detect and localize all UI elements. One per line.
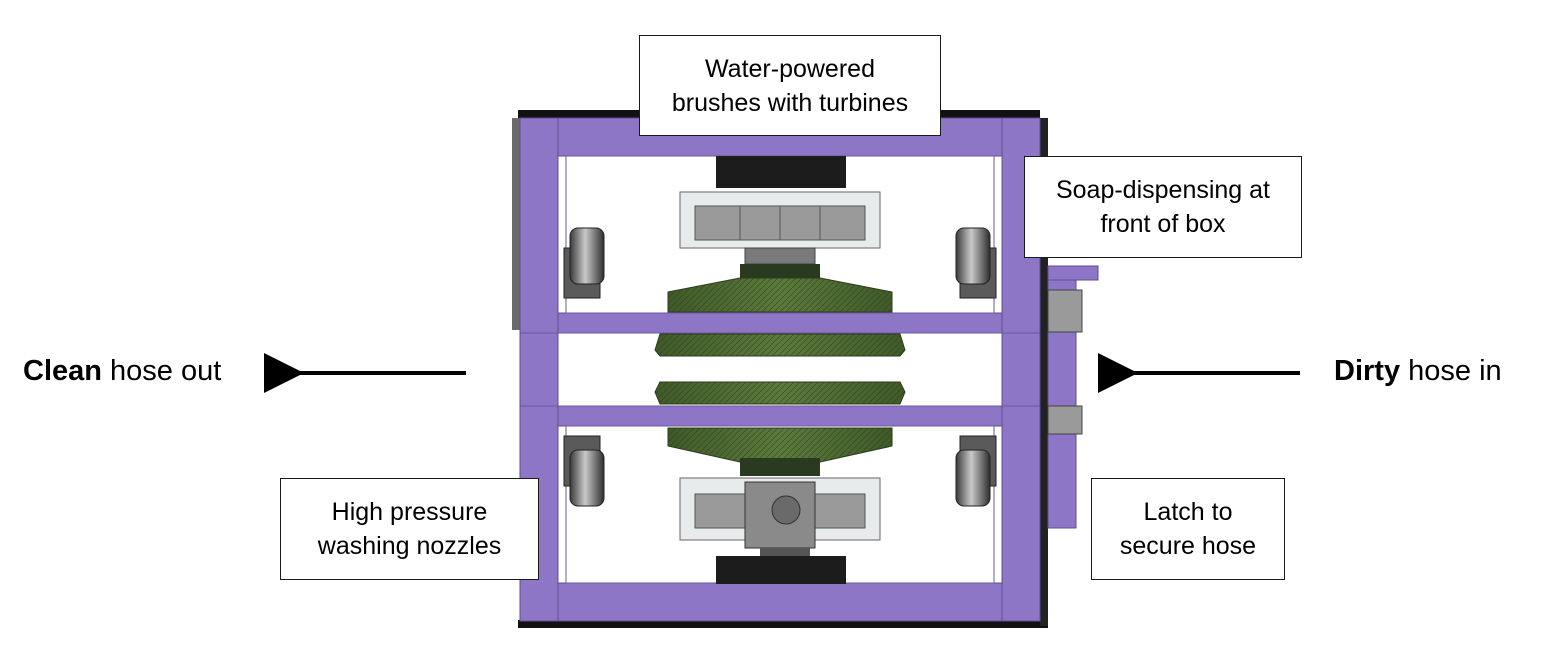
bottom-motor-block [716,556,846,584]
callout-soap-dispensing-line2: front of box [1100,207,1225,241]
callout-turbine-brushes: Water-powered brushes with turbines [639,35,941,136]
dirty-hose-in-bold: Dirty [1334,355,1400,387]
bottom-turbine [680,458,880,558]
callout-nozzles-line1: High pressure [332,495,488,529]
callout-nozzles-line2: washing nozzles [318,529,501,563]
dirty-hose-in-label: Dirty hose in [1334,355,1502,388]
clean-hose-out-rest: hose out [102,355,221,387]
callout-latch-line2: secure hose [1120,529,1256,563]
latch-clip-upper [1048,290,1082,332]
nozzle-bottom-right [956,436,996,506]
top-motor-block [716,156,846,188]
top-turbine [680,192,880,280]
frame-shadow-left [512,118,520,330]
callout-turbine-brushes-line1: Water-powered [705,52,875,86]
clean-hose-out-label: Clean hose out [23,355,221,388]
nozzle-top-left [564,228,604,298]
latch-top-tab [1048,266,1098,280]
dirty-hose-in-rest: hose in [1400,355,1502,387]
callout-nozzles: High pressure washing nozzles [280,478,539,580]
brush-body [655,278,905,462]
nozzle-top-right [956,228,996,298]
callout-latch-line1: Latch to [1144,495,1233,529]
callout-latch: Latch to secure hose [1091,478,1285,580]
callout-turbine-brushes-line2: brushes with turbines [672,86,908,120]
clean-hose-out-bold: Clean [23,355,102,387]
callout-soap-dispensing-line1: Soap-dispensing at [1056,173,1270,207]
latch-clip-lower [1048,406,1082,434]
callout-soap-dispensing: Soap-dispensing at front of box [1024,156,1302,258]
nozzle-bottom-left [564,436,604,506]
